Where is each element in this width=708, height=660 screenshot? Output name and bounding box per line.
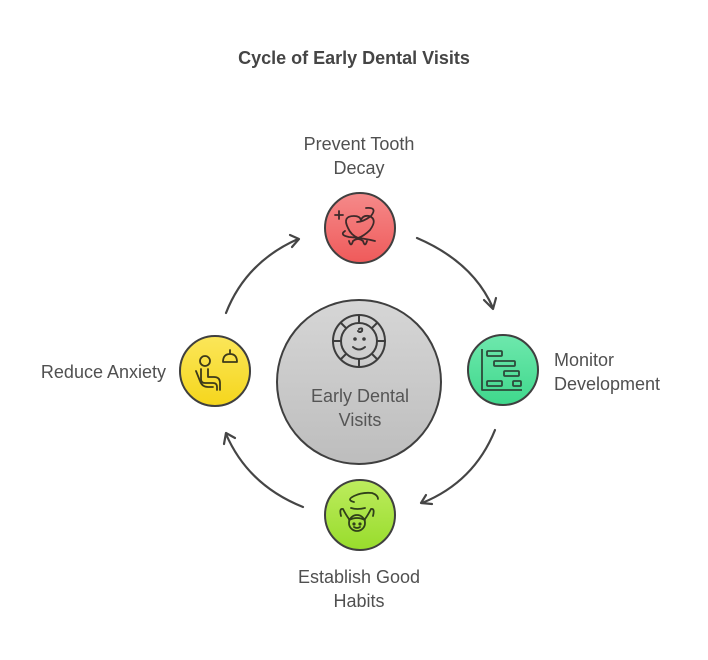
label-line: Habits (333, 591, 385, 611)
label-monitor-development: Monitor Development (554, 348, 660, 396)
arrow-head (419, 493, 434, 506)
arrow-head (288, 233, 301, 249)
label-line: Prevent Tooth (303, 134, 415, 154)
label-line: Decay (333, 158, 385, 178)
arrow-monitor-to-habits (420, 428, 497, 505)
node-prevent-tooth-decay[interactable] (324, 192, 396, 264)
center-label: Early Dental Visits (280, 384, 440, 432)
center-node[interactable] (276, 299, 442, 465)
label-establish-good-habits: Establish Good Habits (276, 565, 442, 613)
baby-face-icon (332, 314, 386, 368)
node-monitor-development[interactable] (467, 334, 539, 406)
arrow-anxiety-to-prevent (224, 237, 300, 315)
label-prevent-tooth-decay: Prevent Tooth Decay (276, 132, 442, 180)
arrow-habits-to-anxiety (224, 432, 305, 509)
diagram-title: Cycle of Early Dental Visits (238, 48, 470, 68)
arrow-prevent-to-monitor (415, 236, 495, 310)
label-line: Monitor (554, 350, 615, 370)
label-line: Development (554, 374, 661, 394)
label-line: Establish Good (297, 567, 421, 587)
center-label-line1: Early Dental (310, 386, 410, 406)
node-reduce-anxiety[interactable] (179, 335, 251, 407)
hand-over-child-icon (339, 491, 379, 532)
heart-tooth-icon (334, 207, 376, 246)
gantt-chart-icon (481, 349, 522, 391)
dental-chair-icon (195, 349, 238, 391)
label-line: Reduce Anxiety (40, 362, 166, 382)
arrow-head (482, 296, 498, 311)
center-label-line2: Visits (338, 410, 382, 430)
arrow-head (222, 431, 237, 446)
label-reduce-anxiety: Reduce Anxiety (0, 360, 166, 384)
node-establish-good-habits[interactable] (324, 479, 396, 551)
